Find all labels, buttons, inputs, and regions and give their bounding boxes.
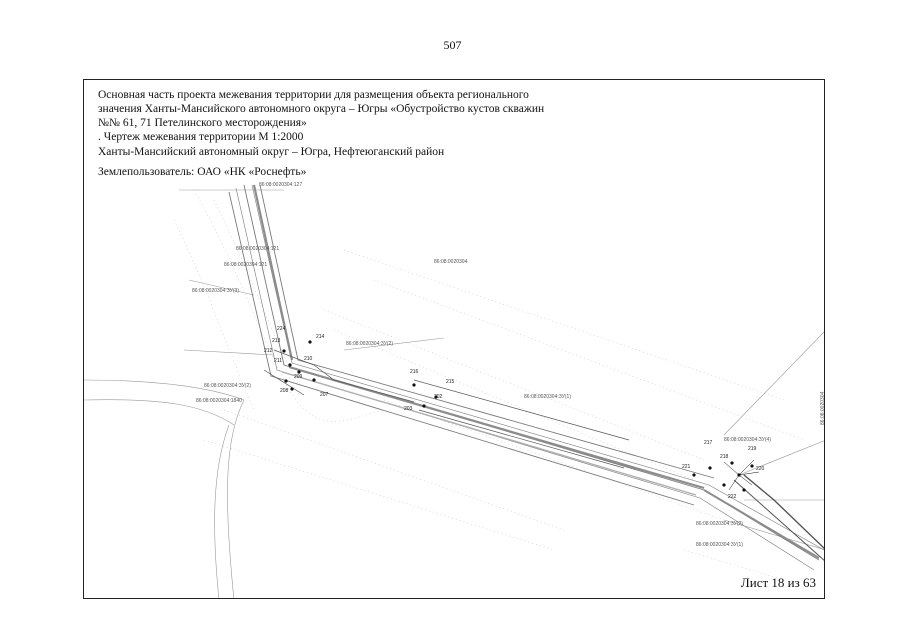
point-label: 211 (274, 358, 282, 364)
point-label: 215 (446, 379, 455, 385)
road-corridor (228, 184, 824, 571)
parcel-label: 86:08:0020304:1840 (196, 398, 242, 404)
parcel-label: 86:08:0020304:ЗУ(2) (346, 341, 393, 347)
point-label: 207 (320, 392, 329, 398)
point-label: 220 (756, 466, 765, 472)
point-label: 218 (720, 454, 729, 460)
parcel-label: 86:08:0020304:ЗУ(3) (192, 288, 239, 294)
point-label: 208 (280, 388, 289, 394)
survey-points (282, 340, 754, 492)
point-label: 210 (304, 356, 313, 362)
parcel-boundary (263, 349, 630, 469)
point-label: 217 (704, 440, 713, 446)
parcel-label: 86:08:0020304:121 (224, 262, 267, 268)
point-label: 202 (434, 394, 443, 400)
parcel-label: 86:08:0020304:127 (259, 182, 302, 188)
point-label: 219 (748, 446, 757, 452)
parcel-label: 86:08:0020304 (434, 259, 468, 265)
title-line: Основная часть проекта межевания террито… (98, 89, 529, 101)
survey-map: 86:08:0020304:127 86:08:0020304:121 86:0… (84, 182, 825, 598)
parcel-label: 86:08:0020304:ЗУ(4) (724, 437, 771, 443)
point-label: 216 (410, 369, 419, 375)
sheet-number: Лист 18 из 63 (740, 575, 816, 590)
parcel-label: 86:08:0020304:121 (236, 246, 279, 252)
parcel-label: 86:08:0020304:ЗУ(2) (204, 383, 251, 389)
parcel-label: 86:08:0020304:ЗУ(1) (696, 542, 743, 548)
point-label: 222 (728, 494, 737, 500)
title-line: . Чертеж межевания территории М 1:2000 (98, 131, 304, 143)
land-user-text: Землепользователь: ОАО «НК «Роснефть» (98, 166, 307, 178)
point-label: 224 (277, 326, 286, 332)
point-label: 214 (316, 334, 325, 340)
drawing-frame: 86:08:0020304:127 86:08:0020304:121 86:0… (83, 79, 825, 599)
drawing-title: Основная часть проекта межевания террито… (98, 88, 658, 144)
point-label: 212 (264, 348, 273, 354)
junction-rays (723, 459, 760, 491)
point-label: 221 (682, 464, 691, 470)
parcel-label: 86:08:0020304 (820, 391, 825, 425)
point-label: 209 (294, 374, 303, 380)
parcel-label: 86:08:0020304:ЗУ(1) (524, 394, 571, 400)
page-number: 507 (443, 38, 462, 52)
title-line: №№ 61, 71 Петелинского месторождения» (98, 117, 307, 129)
region-text: Ханты-Мансийский автономный округ – Югра… (98, 146, 445, 158)
point-label: 203 (404, 406, 413, 412)
title-line: значения Ханты-Мансийского автономного о… (98, 103, 545, 115)
cadastral-lines (84, 189, 824, 598)
point-label: 213 (272, 338, 281, 344)
parcel-label: 86:08:0020304:ЗУ(2) (696, 521, 743, 527)
